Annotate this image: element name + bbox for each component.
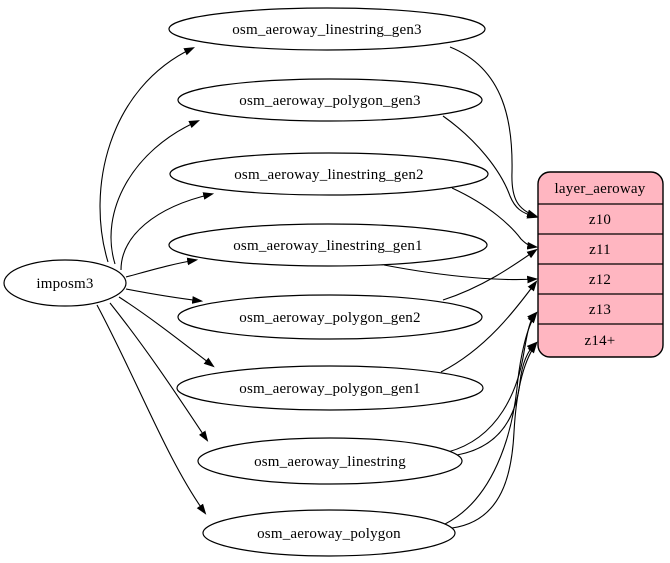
- table-ellipse: [176, 365, 484, 411]
- node-osm-aeroway-polygon: osm_aeroway_polygon: [202, 509, 456, 557]
- imposm3-label: imposm3: [36, 276, 93, 292]
- table-ellipse: [169, 152, 489, 196]
- table-ellipse: [197, 437, 463, 485]
- node-layer-aeroway: layer_aeroway z10 z11 z12 z13 z14+: [537, 171, 664, 358]
- node-osm-aeroway-linestring-gen3: osm_aeroway_linestring_gen3: [168, 7, 486, 51]
- node-osm-aeroway-polygon-gen3: osm_aeroway_polygon_gen3: [177, 78, 483, 122]
- table-label: osm_aeroway_polygon_gen1: [239, 381, 420, 397]
- edge-linestring-gen3-to-z10: [449, 46, 539, 217]
- table-label: osm_aeroway_linestring_gen2: [234, 167, 424, 183]
- table-label: osm_aeroway_linestring_gen3: [232, 22, 422, 38]
- table-ellipse: [202, 509, 456, 557]
- edge-linestring-gen2-to-z11: [451, 187, 539, 250]
- edge-linestring-to-z14: [456, 341, 538, 456]
- table-ellipse: [168, 223, 488, 267]
- edges-from-imposm3: [96, 47, 215, 515]
- edge-imposm3-to-linestring: [109, 302, 209, 442]
- edge-polygon-to-z13: [444, 312, 538, 525]
- table-label: osm_aeroway_polygon_gen2: [239, 310, 420, 326]
- table-label: osm_aeroway_polygon: [257, 526, 401, 542]
- edges-to-layer-aeroway: [383, 46, 539, 529]
- row-z11: z11: [589, 242, 611, 258]
- table-label: osm_aeroway_linestring: [254, 454, 406, 470]
- edge-imposm3-to-polygon-gen2: [125, 288, 204, 304]
- node-osm-aeroway-polygon-gen2: osm_aeroway_polygon_gen2: [177, 294, 483, 340]
- table-label: osm_aeroway_polygon_gen3: [239, 93, 420, 109]
- node-osm-aeroway-linestring-gen1: osm_aeroway_linestring_gen1: [168, 223, 488, 267]
- edge-imposm3-to-linestring-gen2: [120, 192, 215, 271]
- row-z13: z13: [589, 302, 611, 318]
- table-ellipse: [168, 7, 486, 51]
- node-imposm3: imposm3: [3, 259, 127, 307]
- layer-aeroway-header: layer_aeroway: [555, 181, 646, 197]
- edge-polygon-gen1-to-z12: [440, 280, 538, 373]
- table-ellipse: [177, 294, 483, 340]
- table-ellipse: [177, 78, 483, 122]
- row-z14: z14+: [585, 333, 616, 349]
- node-osm-aeroway-linestring-gen2: osm_aeroway_linestring_gen2: [169, 152, 489, 196]
- node-osm-aeroway-linestring: osm_aeroway_linestring: [197, 437, 463, 485]
- edge-linestring-gen1-to-z12: [383, 264, 539, 284]
- edge-imposm3-to-polygon: [96, 304, 207, 515]
- edge-polygon-to-z14: [451, 342, 538, 529]
- row-z10: z10: [589, 212, 611, 228]
- table-label: osm_aeroway_linestring_gen1: [233, 238, 423, 254]
- edge-imposm3-to-linestring-gen1: [125, 257, 199, 278]
- edge-polygon-gen3-to-z10: [442, 115, 539, 219]
- edge-imposm3-to-linestring-gen3: [99, 47, 195, 263]
- row-z12: z12: [589, 272, 611, 288]
- edge-imposm3-to-polygon-gen3: [110, 120, 201, 265]
- node-osm-aeroway-polygon-gen1: osm_aeroway_polygon_gen1: [176, 365, 484, 411]
- edge-polygon-gen2-to-z11: [442, 248, 538, 301]
- imposm3-ellipse: [3, 259, 127, 307]
- edge-imposm3-to-polygon-gen1: [118, 296, 215, 368]
